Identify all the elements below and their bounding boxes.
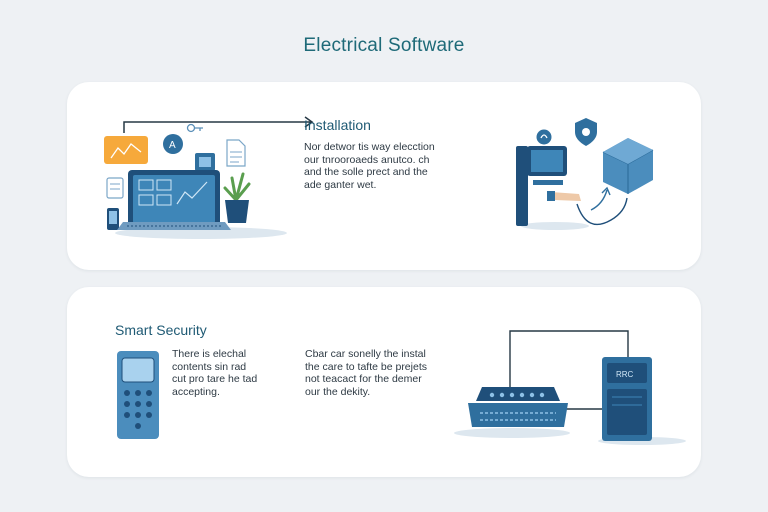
installation-heading: Installation [304, 117, 371, 133]
cable-line [576, 197, 628, 226]
keypad-device-illustration [117, 351, 159, 439]
flow-arrow [123, 121, 311, 133]
user-circle-letter: A [169, 140, 176, 151]
stats-window-icon [106, 177, 124, 199]
security-card: Smart Security There is elechal contents… [67, 287, 701, 477]
page-title: Electrical Software [303, 35, 465, 56]
document-icon [226, 139, 246, 167]
key-icon [186, 123, 196, 133]
hand-icon [551, 192, 581, 201]
chart-card-icon [104, 136, 148, 164]
installation-illustration: A [104, 116, 314, 239]
arrowhead-icon [304, 116, 314, 128]
kiosk-stand [516, 146, 528, 226]
network-illustration: RRC [454, 330, 686, 445]
security-text-left: There is elechal contents sin rad cut pr… [172, 348, 258, 398]
curved-arrow [590, 189, 608, 211]
installation-card: A Installation Nor detwor tis wa [67, 82, 701, 270]
security-heading: Smart Security [115, 322, 207, 338]
router-base [468, 403, 568, 427]
laptop-keyboard [117, 222, 231, 230]
router-top [476, 387, 560, 401]
plant-icon [223, 172, 251, 202]
keypad-buttons [124, 390, 152, 429]
keypad-display [121, 357, 155, 383]
cabinet-label: RRC [616, 370, 634, 379]
kiosk-illustration [516, 118, 654, 230]
user-circle-icon [163, 134, 183, 154]
security-text-right: Cbar car sonelly the instal the care to … [305, 348, 427, 398]
connection-line [509, 330, 629, 391]
settings-bubble-icon [536, 129, 552, 145]
installation-text: Nor detwor tis way elecction our tnrooro… [304, 141, 435, 191]
